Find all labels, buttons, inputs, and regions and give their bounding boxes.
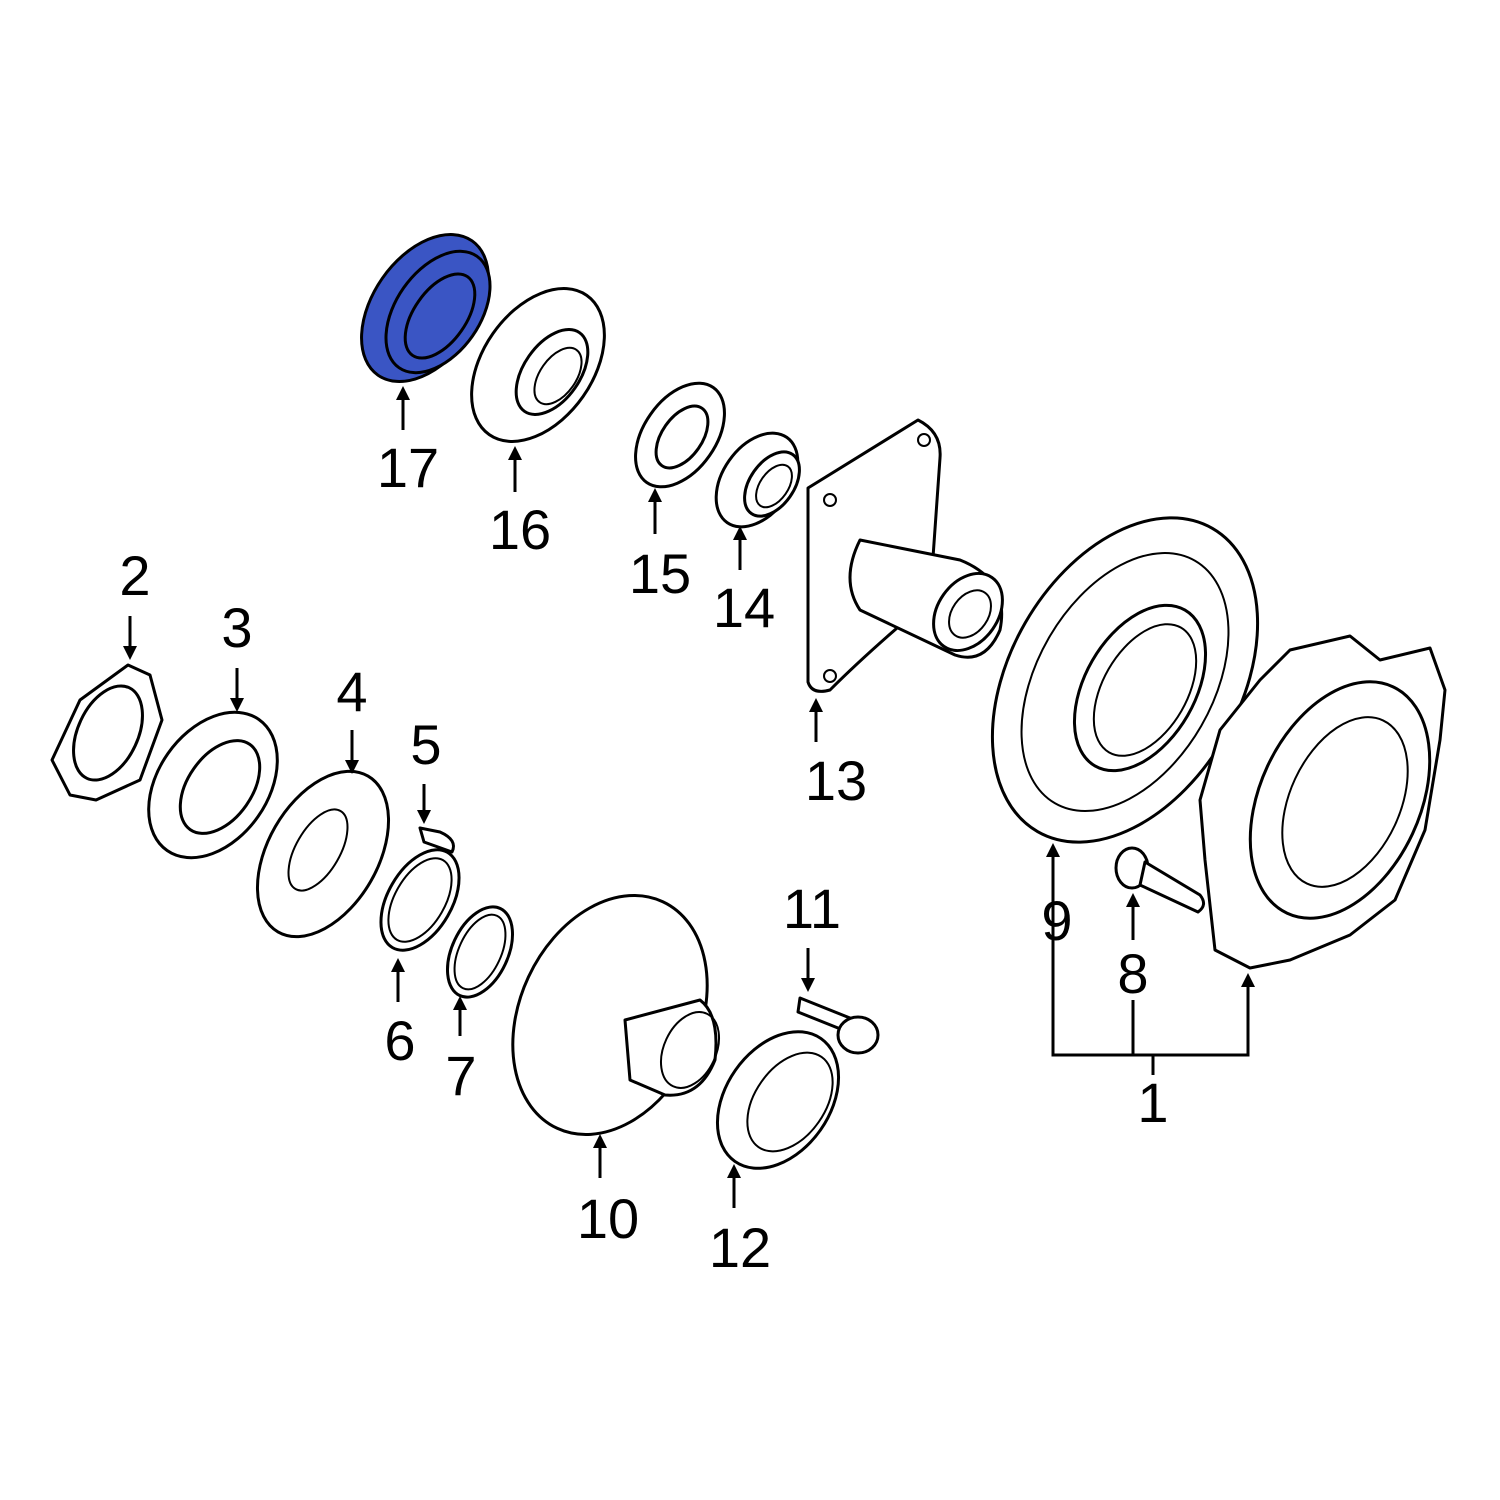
callout-9: 9 [1041, 889, 1072, 952]
arrow-head-15 [648, 488, 662, 502]
arrow-head-11 [801, 978, 815, 992]
leader-lines [123, 386, 1255, 1208]
part-2-lock-plate[interactable] [50, 663, 164, 802]
callout-6: 6 [384, 1009, 415, 1072]
callout-4: 4 [336, 660, 367, 723]
callout-13: 13 [805, 749, 867, 812]
arrow-head-14 [733, 526, 747, 540]
callout-15: 15 [629, 542, 691, 605]
callout-11: 11 [783, 877, 841, 940]
arrow-head-10 [593, 1134, 607, 1148]
callout-14: 14 [713, 576, 775, 639]
callout-12: 12 [709, 1216, 771, 1279]
part-1-hub-flange[interactable] [1198, 634, 1465, 970]
arrow-head-4 [345, 760, 359, 774]
arrow-head-9 [1046, 843, 1060, 857]
callout-7: 7 [445, 1044, 476, 1107]
arrow-head-16 [508, 446, 522, 460]
callout-10: 10 [577, 1187, 639, 1250]
part-4-washer[interactable] [230, 749, 415, 960]
arrow-head-8 [1126, 893, 1140, 907]
part-10-hub[interactable] [476, 864, 745, 1167]
part-15-washer[interactable] [617, 367, 743, 503]
part-5-screw[interactable] [418, 826, 455, 854]
part-13-spindle[interactable] [806, 418, 1017, 693]
part-7-retaining-ring[interactable] [434, 897, 525, 1008]
callout-labels: 1 2 3 4 5 6 7 8 9 10 11 12 13 14 15 16 1… [119, 436, 1168, 1279]
callout-1: 1 [1137, 1071, 1168, 1134]
callout-8: 8 [1117, 942, 1148, 1005]
callout-3: 3 [221, 596, 252, 659]
part-12-cap[interactable] [692, 1009, 863, 1192]
part-14-needle-bearing[interactable] [699, 418, 814, 542]
part-11-bolt[interactable] [796, 996, 880, 1055]
arrow-head-3 [230, 698, 244, 712]
arrow-head-2 [123, 646, 137, 660]
arrow-head-17 [396, 386, 410, 400]
arrow-head-1 [1241, 973, 1255, 987]
arrow-head-5 [417, 810, 431, 824]
part-9-tone-ring[interactable] [938, 471, 1312, 889]
arrow-head-13 [809, 698, 823, 712]
part-16-bearing[interactable] [444, 264, 632, 466]
arrow-head-12 [727, 1164, 741, 1178]
part-17-seal[interactable] [335, 211, 514, 405]
arrow-head-6 [391, 958, 405, 972]
callout-16: 16 [489, 498, 551, 561]
part-8-wheel-stud[interactable] [1114, 846, 1205, 914]
callout-2: 2 [119, 544, 150, 607]
arrow-head-7 [453, 996, 467, 1010]
callout-17: 17 [377, 436, 439, 499]
part-3-bearing[interactable] [122, 688, 304, 882]
part-6-snap-ring[interactable] [365, 836, 475, 963]
callout-5: 5 [410, 713, 441, 776]
